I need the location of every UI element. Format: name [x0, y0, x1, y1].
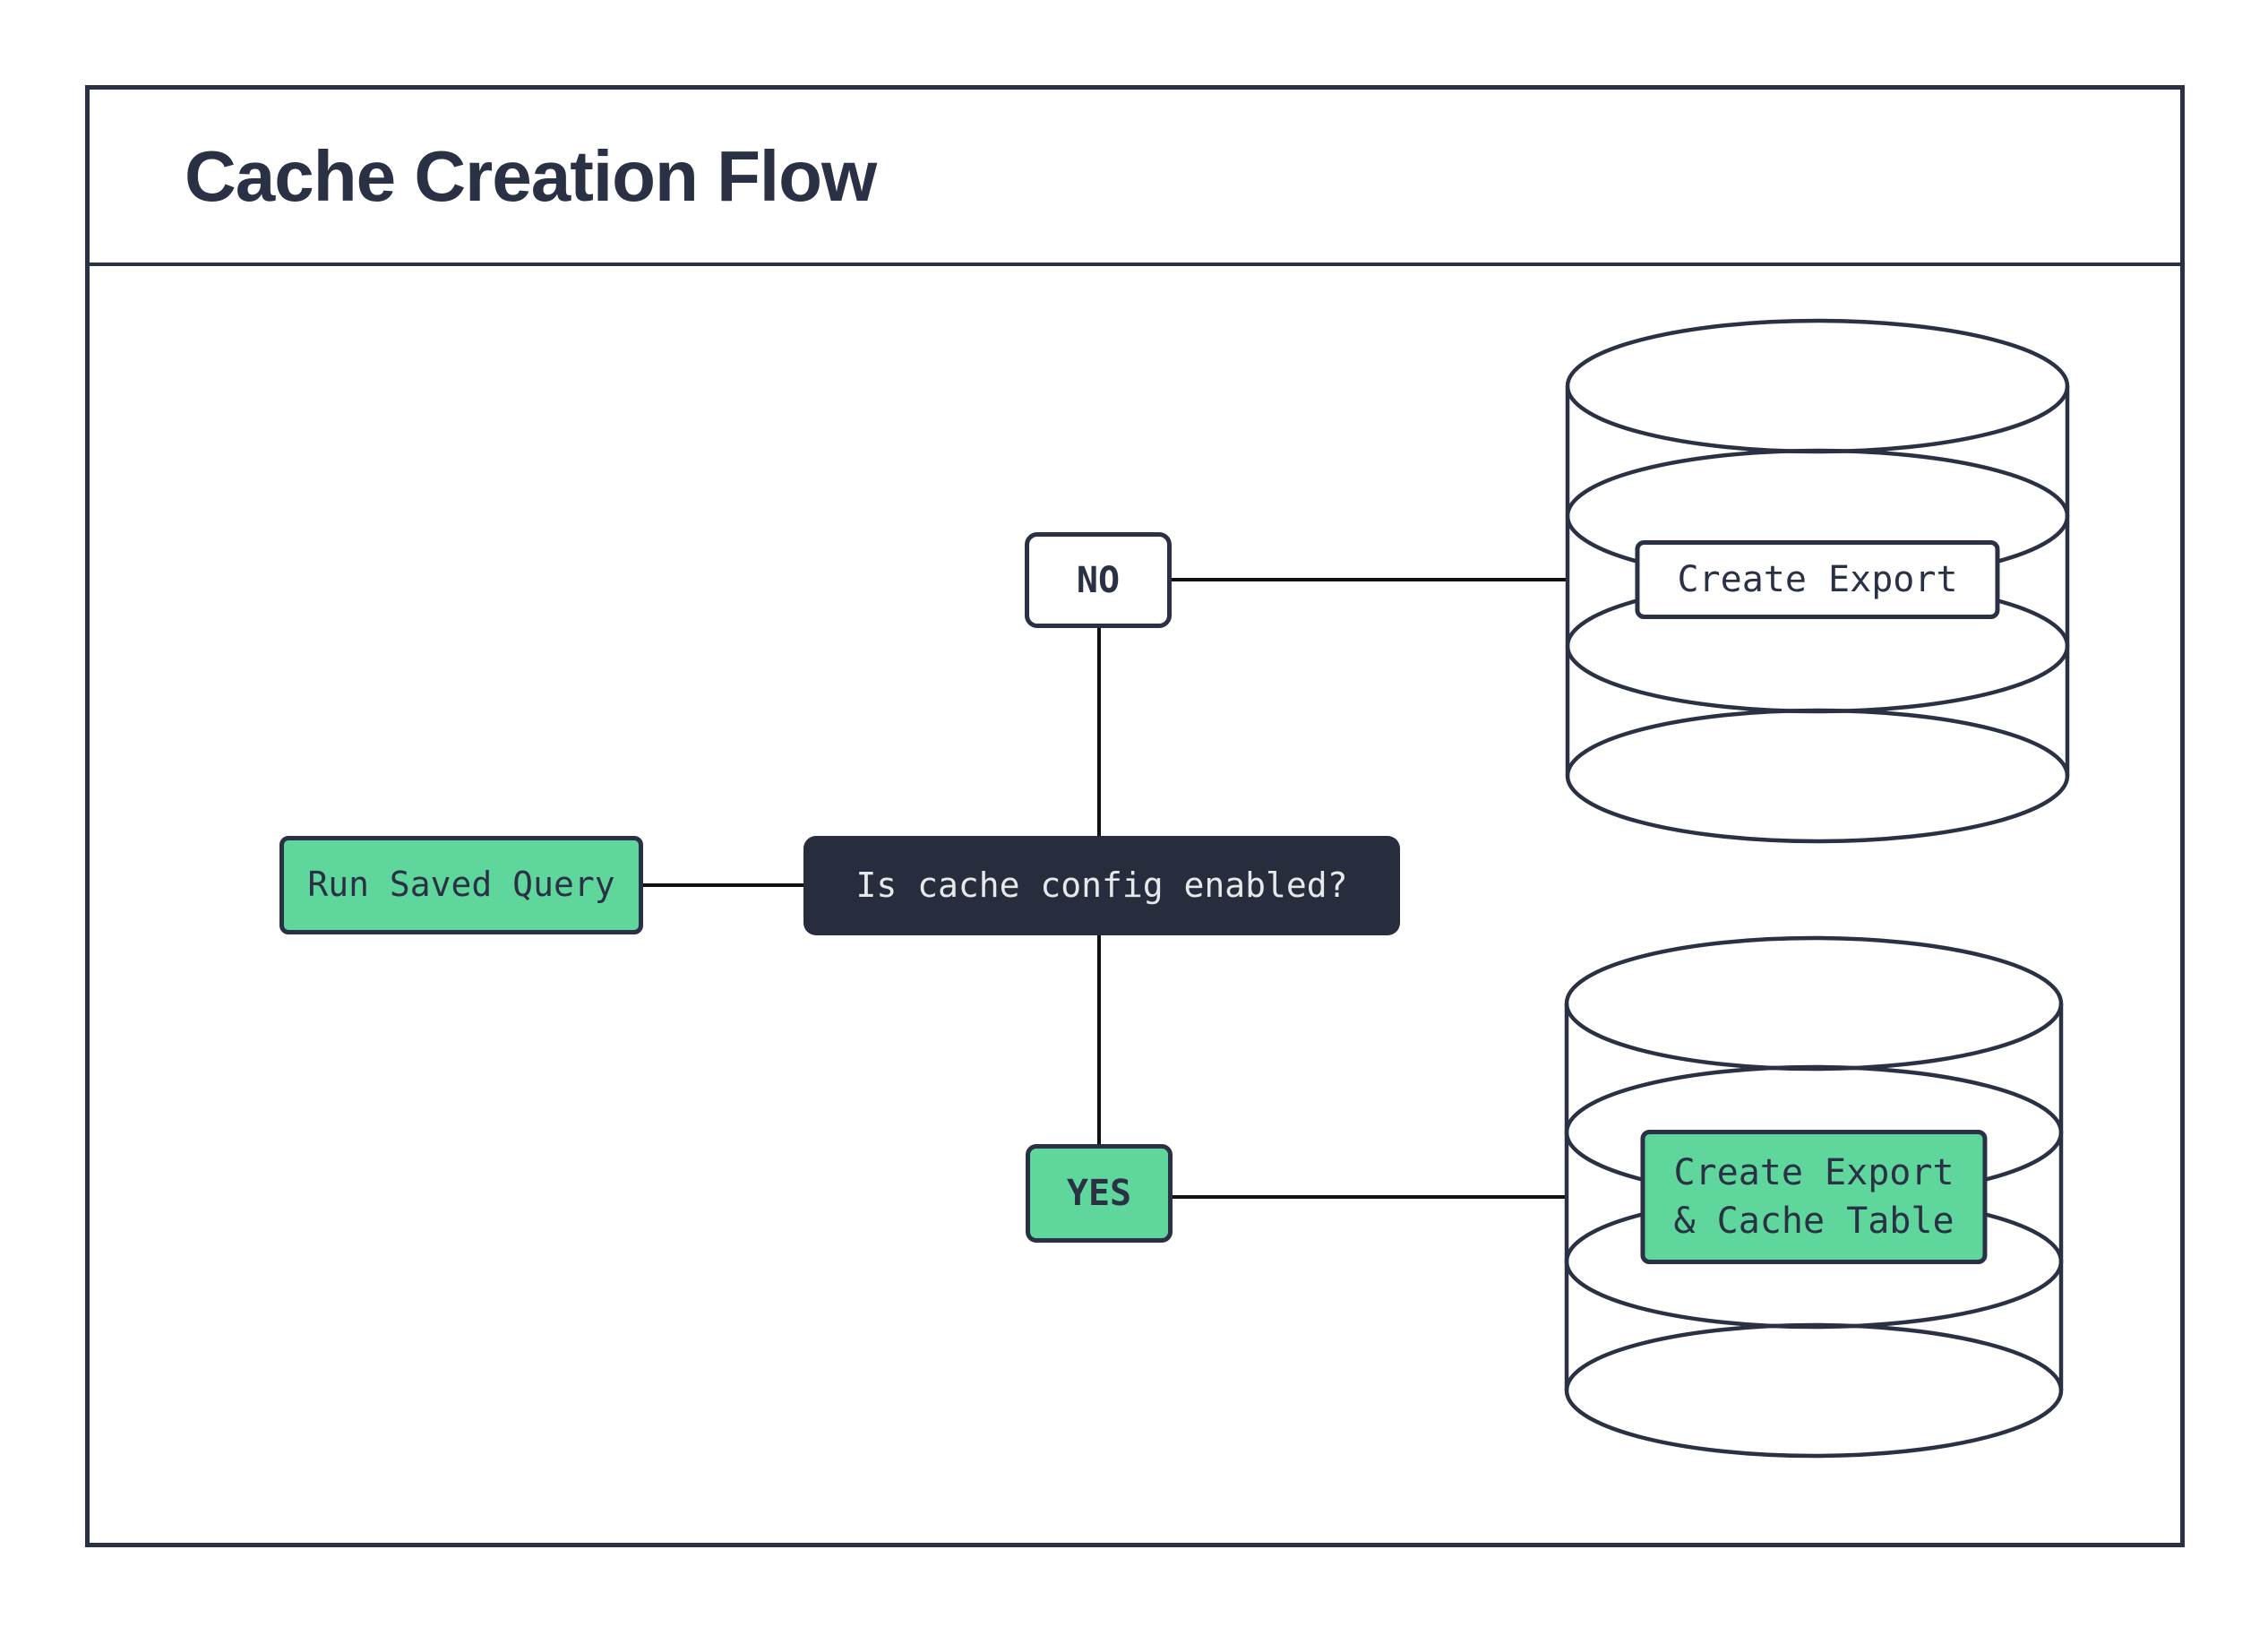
node-decision-cache-config: Is cache config enabled?: [803, 836, 1400, 935]
label-create-export-cache-table: Create Export & Cache Table: [1640, 1130, 1988, 1264]
label-create-export-cache-line2: & Cache Table: [1673, 1201, 1954, 1242]
label-create-export: Create Export: [1635, 540, 2000, 619]
diagram-frame: Cache Creation Flow: [85, 85, 2185, 1547]
label-create-export-text: Create Export: [1677, 559, 1958, 600]
title-bar: Cache Creation Flow: [90, 90, 2180, 266]
node-decision-label: Is cache config enabled?: [855, 865, 1348, 905]
node-branch-no: NO: [1025, 532, 1172, 628]
node-run-saved-query-label: Run Saved Query: [307, 865, 615, 905]
node-branch-yes-label: YES: [1066, 1173, 1132, 1214]
node-branch-no-label: NO: [1076, 559, 1121, 601]
page-title: Cache Creation Flow: [185, 135, 877, 216]
label-create-export-cache-line1: Create Export: [1673, 1152, 1954, 1193]
node-run-saved-query: Run Saved Query: [279, 836, 643, 934]
node-branch-yes: YES: [1026, 1144, 1173, 1243]
